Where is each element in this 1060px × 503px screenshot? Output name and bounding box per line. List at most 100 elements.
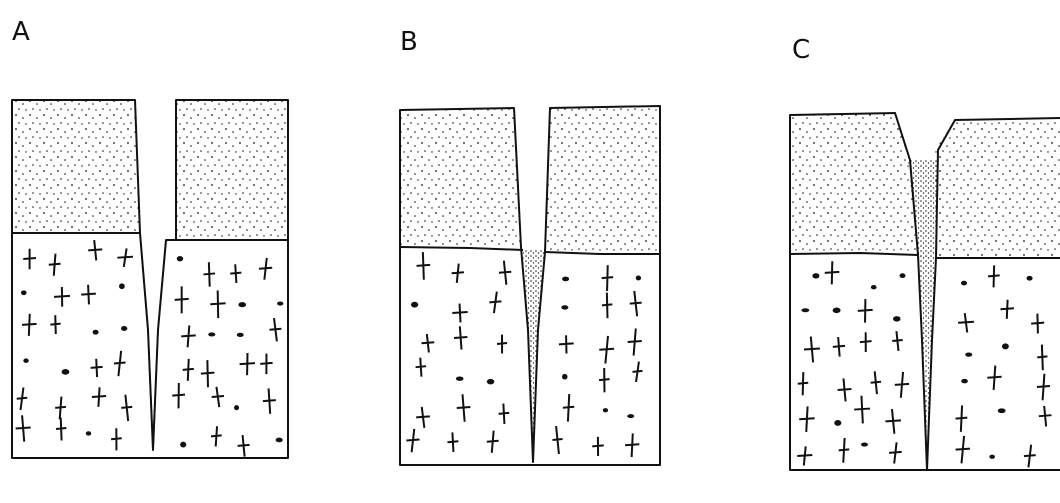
rock-cross-mark [854, 396, 870, 424]
rock-cross-mark [1031, 314, 1044, 334]
rock-dot [456, 377, 464, 381]
rock-dot [961, 379, 968, 384]
panel-c-upper-sand-layer [790, 113, 1060, 258]
rock-cross-mark [447, 432, 458, 451]
rock-cross-mark [497, 335, 507, 354]
panel-a-upper-sand-layer [12, 100, 288, 240]
rock-cross-mark [1037, 345, 1047, 371]
panel-c-lower-rock-layer [797, 261, 909, 465]
rock-cross-mark [592, 437, 604, 456]
rock-cross-mark [92, 387, 106, 407]
rock-cross-mark [211, 426, 222, 446]
rock-cross-mark [858, 299, 873, 323]
rock-cross-mark [406, 429, 419, 452]
rock-cross-mark [452, 304, 467, 323]
panel-c-label: C [792, 35, 810, 65]
rock-cross-mark [17, 388, 28, 410]
rock-cross-mark [1037, 374, 1050, 401]
rock-dot [411, 302, 418, 308]
rock-cross-mark [416, 358, 427, 377]
panel-a-lower-rock-layer-right [172, 256, 283, 457]
rock-cross-mark [117, 248, 133, 267]
rock-cross-mark [839, 438, 850, 463]
rock-cross-mark [111, 428, 122, 450]
rock-cross-mark [91, 359, 103, 377]
rock-cross-mark [1039, 406, 1052, 427]
rock-cross-mark [421, 334, 434, 353]
rock-cross-mark [22, 314, 37, 336]
rock-cross-mark [201, 360, 215, 387]
rock-cross-mark [799, 406, 814, 432]
rock-cross-mark [559, 335, 574, 353]
rock-cross-mark [825, 261, 840, 284]
rock-cross-mark [885, 409, 901, 434]
rock-cross-mark [114, 351, 126, 376]
panel-a: A [12, 17, 288, 458]
rock-cross-mark [16, 415, 31, 441]
rock-cross-mark [833, 337, 845, 356]
rock-cross-mark [797, 446, 812, 465]
rock-cross-mark [50, 315, 60, 334]
rock-dot [238, 302, 246, 307]
rock-dot [899, 273, 905, 278]
rock-cross-mark [987, 366, 1001, 390]
rock-dot [961, 281, 967, 286]
rock-cross-mark [416, 407, 430, 428]
rock-cross-mark [599, 336, 614, 364]
rock-dot [861, 443, 868, 447]
rock-cross-mark [889, 442, 902, 463]
rock-cross-mark [956, 405, 968, 431]
rock-cross-mark [260, 354, 272, 375]
rock-cross-mark [956, 436, 970, 463]
rock-dot [208, 332, 215, 336]
rock-cross-mark [892, 331, 902, 351]
rock-dot [833, 308, 841, 314]
rock-dot [234, 405, 239, 410]
rock-cross-mark [499, 261, 511, 285]
rock-dot [965, 353, 972, 357]
panel-a-open-fissure [140, 233, 166, 450]
rock-cross-mark [88, 240, 102, 260]
rock-cross-mark [602, 265, 614, 291]
rock-cross-mark [630, 291, 642, 316]
panel-a-label: A [12, 17, 30, 47]
panel-c: C [790, 35, 1060, 470]
rock-cross-mark [23, 249, 36, 269]
rock-cross-mark [871, 371, 881, 394]
rock-dot [1002, 343, 1009, 349]
rock-dot [989, 455, 995, 459]
rock-dot [801, 308, 809, 312]
rock-dot [562, 277, 569, 282]
rock-cross-mark [238, 435, 250, 457]
rock-cross-mark [54, 287, 70, 307]
rock-cross-mark [552, 426, 562, 454]
rock-cross-mark [212, 387, 224, 407]
rock-dot [627, 414, 634, 418]
rock-cross-mark [181, 325, 196, 347]
rock-cross-mark [55, 397, 66, 420]
rock-cross-mark [958, 313, 974, 332]
rock-cross-mark [599, 368, 610, 392]
rock-cross-mark [487, 431, 499, 453]
rock-cross-mark [203, 262, 215, 286]
rock-dot [177, 256, 183, 261]
panel-b-lower-rock-layer-right [552, 265, 642, 457]
rock-dot [21, 290, 27, 295]
rock-dot [23, 358, 28, 363]
rock-dot [237, 333, 244, 337]
rock-dot [561, 305, 568, 309]
rock-dot [998, 408, 1006, 413]
rock-cross-mark [499, 404, 510, 424]
rock-cross-mark [489, 292, 501, 314]
rock-dot [93, 330, 99, 335]
rock-cross-mark [240, 353, 255, 375]
rock-cross-mark [988, 265, 1000, 287]
panel-b-upper-sand-layer [400, 106, 660, 254]
rock-cross-mark [860, 332, 872, 352]
rock-cross-mark [1024, 445, 1036, 468]
rock-cross-mark [628, 328, 642, 355]
rock-dot [487, 379, 495, 385]
rock-dot [277, 301, 283, 305]
rock-cross-mark [172, 383, 185, 408]
